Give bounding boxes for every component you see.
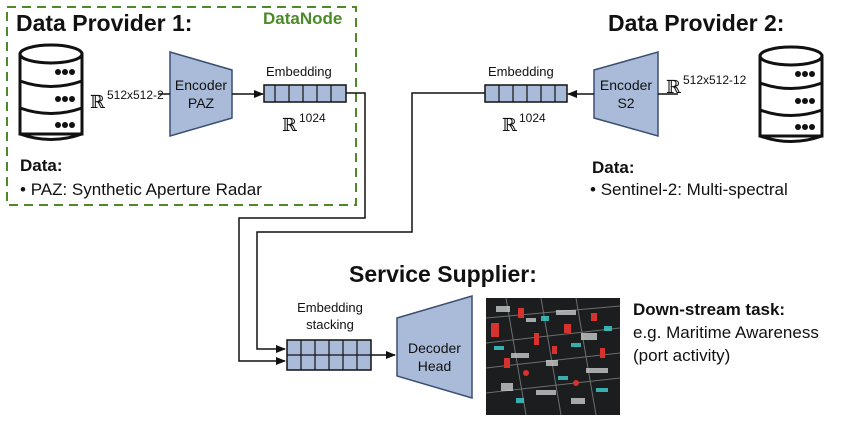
task-heading: Down-stream task: [633,300,786,319]
provider1-embedding-label: Embedding [266,64,332,79]
provider2-data-item-text: Sentinel-2: Multi-spectral [600,180,788,199]
embedding-stacking-line2: stacking [306,317,354,332]
stacked-embedding [286,339,372,371]
provider2-embedding-label: Embedding [488,64,554,79]
service-supplier-title: Service Supplier: [349,261,537,287]
decoder-head-line1: Decoder [408,340,461,356]
provider2-data-item: • Sentinel-2: Multi-spectral [590,180,788,200]
provider2-embedding-dim: 1024 [518,111,546,125]
math-symbol: ℝ [282,115,297,136]
math-symbol: ℝ [666,77,681,98]
provider1-title: Data Provider 1: [16,10,193,36]
task-line2: (port activity) [633,346,731,365]
decoder-head-line2: Head [417,358,452,374]
provider1-data-item: • PAZ: Synthetic Aperture Radar [20,180,262,200]
embedding-vector-2 [484,84,568,103]
database-icon [758,45,824,143]
datanode-label: DataNode [263,9,343,28]
bullet: • [20,180,26,199]
datanode-border [6,6,357,206]
provider1-data-item-text: PAZ: Synthetic Aperture Radar [30,180,262,199]
bullet: • [590,180,596,199]
embedding-vector-1 [263,84,347,103]
provider1-data-heading: Data: [20,156,63,175]
embedding-stacking-line1: Embedding [297,300,363,315]
encoder-s2-shape [593,51,659,137]
database-icon [18,43,84,141]
provider2-title: Data Provider 2: [608,10,785,36]
encoder-paz-line1: Encoder [174,77,228,93]
math-symbol: ℝ [90,92,105,113]
satellite-image-thumbnail [486,298,620,415]
decoder-head-label: Decoder Head [397,339,472,375]
provider2-data-heading: Data: [592,158,635,177]
route-embedding1-to-stack [238,92,366,365]
encoder-paz-label: Encoder PAZ [170,76,232,112]
route-embedding2-to-stack [256,92,485,353]
encoder-paz-shape [169,51,233,137]
encoder-s2-line2: S2 [617,95,635,111]
task-line1: e.g. Maritime Awareness [633,323,819,342]
decoder-head-shape [396,294,473,400]
provider2-input-dim: 512x512-12 [682,73,747,87]
math-symbol: ℝ [502,115,517,136]
provider1-input-dim: 512x512-2 [106,88,164,102]
encoder-s2-line1: Encoder [599,77,653,93]
encoder-s2-label: Encoder S2 [594,76,658,112]
embedding-stacking-label: Embedding stacking [286,299,374,333]
provider1-embedding-dim: 1024 [298,111,326,125]
encoder-paz-line2: PAZ [187,95,215,111]
